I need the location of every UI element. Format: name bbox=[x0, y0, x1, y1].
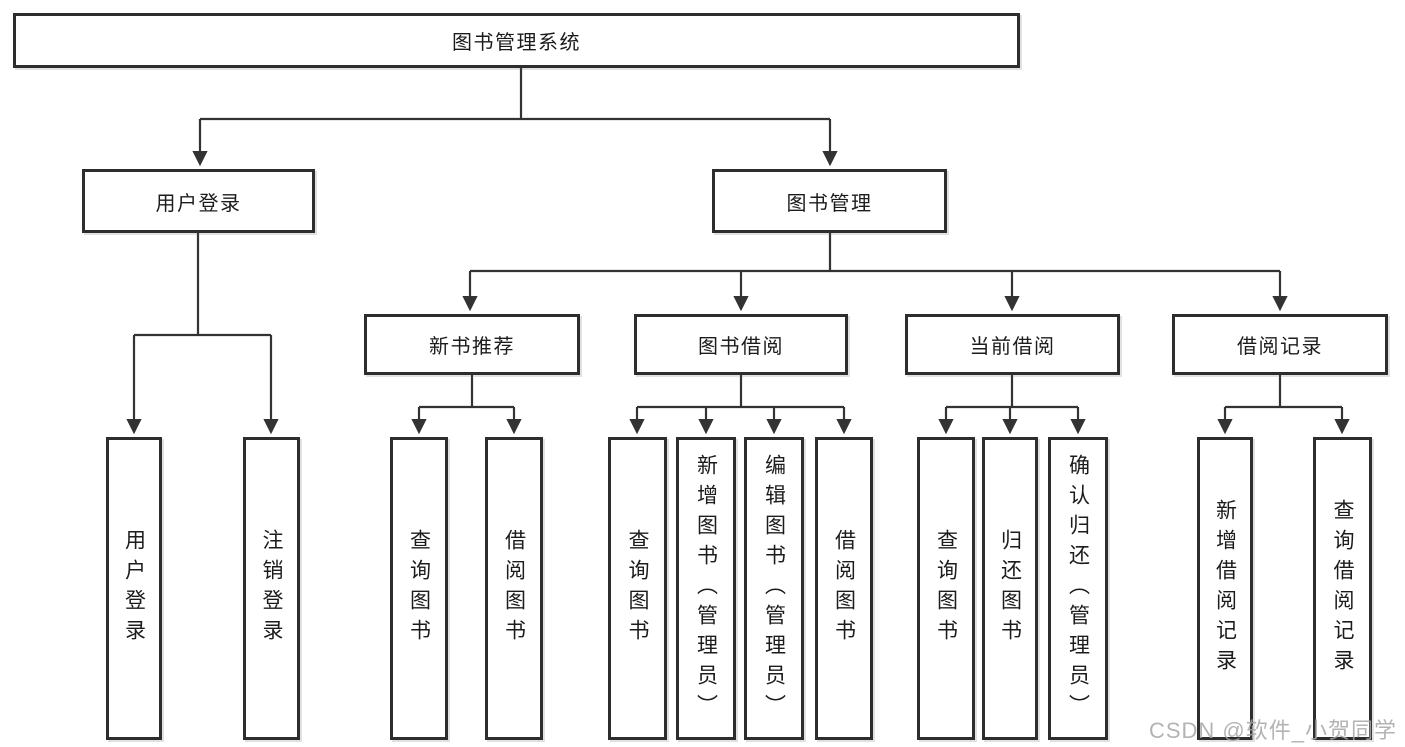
node-label: 借阅记录 bbox=[1237, 336, 1323, 358]
node-user-login: 用户登录 bbox=[82, 169, 315, 233]
leaf-query-borrow-record: 查询借阅记录 bbox=[1313, 437, 1372, 740]
node-label: 确认归还（管理员） bbox=[1066, 453, 1090, 724]
leaf-return-books: 归还图书 bbox=[982, 437, 1038, 740]
node-label: 新书推荐 bbox=[429, 336, 515, 358]
node-label: 编辑图书（管理员） bbox=[762, 453, 786, 724]
node-label: 图书借阅 bbox=[698, 336, 784, 358]
leaf-user-login: 用户登录 bbox=[106, 437, 162, 740]
node-label: 注销登录 bbox=[260, 528, 283, 649]
leaf-borrow-books: 借阅图书 bbox=[815, 437, 873, 740]
leaf-logout: 注销登录 bbox=[243, 437, 300, 740]
node-label: 图书管理 bbox=[786, 192, 873, 215]
node-library-system-root: 图书管理系统 bbox=[13, 13, 1020, 68]
leaf-borrow-books-recommend: 借阅图书 bbox=[485, 437, 543, 740]
leaf-add-books-admin: 新增图书（管理员） bbox=[676, 437, 736, 740]
leaf-confirm-return-admin: 确认归还（管理员） bbox=[1048, 437, 1108, 740]
node-label: 用户登录 bbox=[155, 192, 242, 215]
node-label: 新增图书（管理员） bbox=[694, 453, 718, 724]
node-book-borrow: 图书借阅 bbox=[634, 314, 848, 375]
node-book-management: 图书管理 bbox=[712, 169, 947, 233]
node-label: 查询图书 bbox=[407, 528, 431, 649]
node-label: 借阅图书 bbox=[502, 528, 526, 649]
node-label: 新增借阅记录 bbox=[1213, 498, 1237, 679]
node-label: 查询图书 bbox=[626, 528, 649, 649]
node-borrow-records: 借阅记录 bbox=[1172, 314, 1388, 375]
node-label: 图书管理系统 bbox=[452, 32, 581, 54]
csdn-watermark: CSDN @软件_小贺同学 bbox=[1148, 718, 1397, 743]
node-label: 当前借阅 bbox=[969, 336, 1056, 358]
node-label: 查询图书 bbox=[934, 528, 958, 649]
leaf-query-books-current: 查询图书 bbox=[917, 437, 975, 740]
node-new-book-recommend: 新书推荐 bbox=[364, 314, 580, 375]
node-current-borrow: 当前借阅 bbox=[905, 314, 1120, 375]
leaf-query-books-recommend: 查询图书 bbox=[390, 437, 448, 740]
node-label: 归还图书 bbox=[998, 528, 1022, 649]
leaf-edit-books-admin: 编辑图书（管理员） bbox=[744, 437, 804, 740]
leaf-query-books-borrow: 查询图书 bbox=[608, 437, 667, 740]
node-label: 用户登录 bbox=[122, 528, 146, 649]
leaf-add-borrow-record: 新增借阅记录 bbox=[1197, 437, 1253, 740]
node-label: 查询借阅记录 bbox=[1331, 498, 1354, 679]
node-label: 借阅图书 bbox=[832, 528, 856, 649]
